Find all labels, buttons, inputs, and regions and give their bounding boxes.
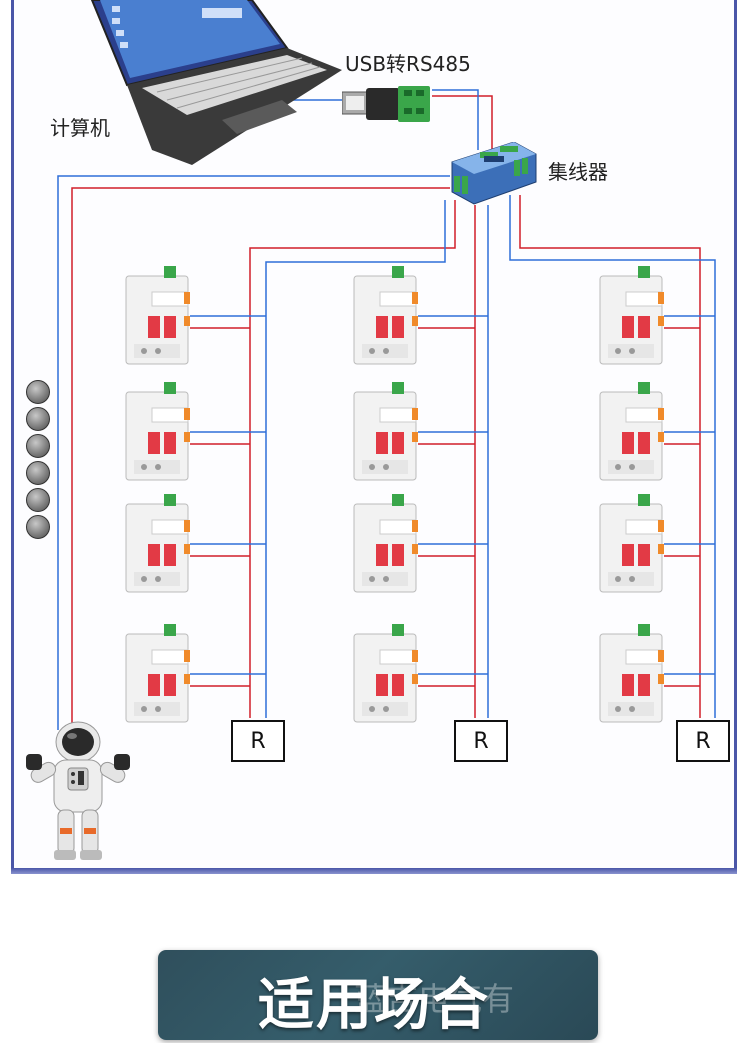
usb-converter-label: USB转RS485 — [345, 52, 471, 76]
indicator-dot — [26, 407, 50, 431]
circuit-breaker-icon — [353, 266, 418, 365]
terminator-resistor-3: R — [676, 720, 730, 762]
circuit-breaker-icon — [125, 382, 190, 481]
circuit-breaker-icon — [353, 494, 418, 593]
wire-hub-col3-red — [519, 195, 701, 718]
circuit-breaker-icon — [125, 494, 190, 593]
computer-label: 计算机 — [50, 116, 110, 140]
circuit-breaker-icon — [599, 382, 664, 481]
wire-hub-col1-blue — [265, 200, 446, 718]
indicator-dot — [26, 461, 50, 485]
banner-title: 适用场合 — [258, 973, 490, 1038]
banner-watermark: 蓝吉电气有 — [354, 980, 515, 1018]
circuit-breaker-icon — [353, 382, 418, 481]
astronaut-mascot-icon — [26, 721, 130, 860]
wire-adapter-hub-red — [432, 95, 493, 150]
wire-hub-left-blue — [57, 175, 450, 730]
circuit-breaker-icon — [599, 494, 664, 593]
circuit-breaker-icon — [125, 266, 190, 365]
wiring — [57, 89, 716, 730]
terminator-resistor-1: R — [231, 720, 285, 762]
laptop-icon — [90, 0, 342, 165]
circuit-breaker-icon — [599, 624, 664, 723]
rs485-hub-icon — [451, 142, 537, 205]
wire-hub-col3-blue — [509, 195, 716, 718]
wire-hub-col1-red — [249, 200, 456, 718]
usage-scenario-banner: 蓝吉电气有 适用场合 — [158, 950, 598, 1040]
indicator-dot — [26, 380, 50, 404]
circuit-breaker-icon — [125, 624, 190, 723]
circuit-breaker-icon — [599, 266, 664, 365]
circuit-breaker-icon — [353, 624, 418, 723]
hub-label: 集线器 — [548, 160, 608, 184]
indicator-dot — [26, 488, 50, 512]
wire-hub-left-red — [71, 187, 450, 730]
indicator-dot — [26, 434, 50, 458]
terminator-resistor-2: R — [454, 720, 508, 762]
indicator-dot — [26, 515, 50, 539]
usb-rs485-adapter-icon — [342, 86, 430, 122]
wire-adapter-hub-blue — [432, 89, 479, 150]
frame-bottom-edge — [11, 868, 737, 874]
